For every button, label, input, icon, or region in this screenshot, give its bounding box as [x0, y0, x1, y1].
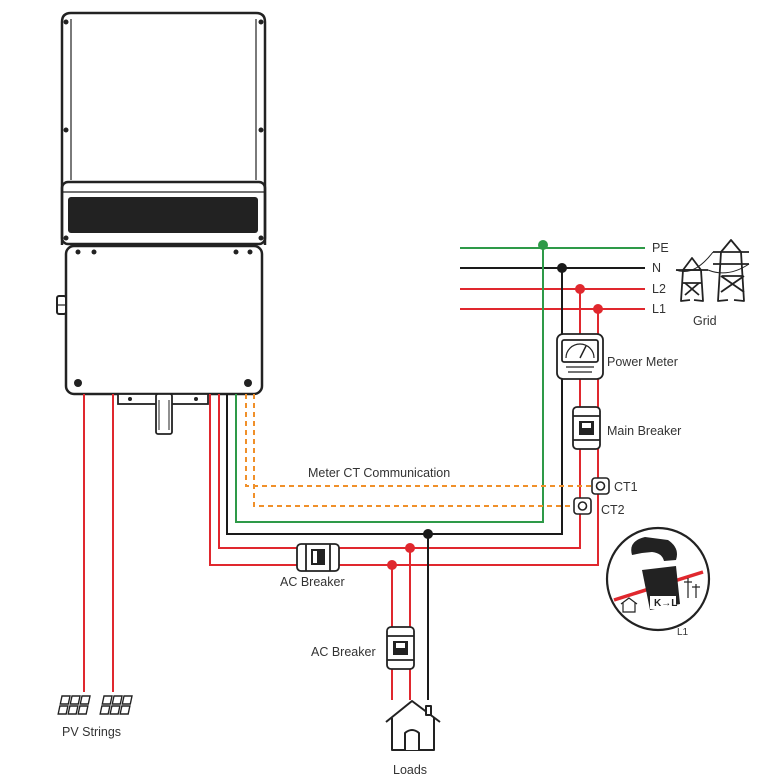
ct1-icon — [591, 477, 610, 495]
ct2-icon — [573, 497, 592, 515]
ct1-label: CT1 — [614, 480, 638, 494]
power-meter-icon — [556, 333, 604, 380]
grid-label: Grid — [693, 314, 717, 328]
ct2-label: CT2 — [601, 503, 625, 517]
ac-breaker-horizontal-icon — [296, 543, 340, 572]
l1-wire — [209, 309, 599, 566]
l1-label: L1 — [652, 302, 666, 316]
pe-label: PE — [652, 241, 669, 255]
pv-strings-label: PV Strings — [62, 725, 121, 739]
clamp-arrow-label: K→L — [654, 598, 677, 609]
vent-grille — [68, 197, 258, 233]
pe-wire — [235, 244, 544, 523]
comm-wire-ct1 — [245, 394, 592, 487]
main-breaker-icon — [572, 406, 601, 450]
clamp-line-label: L1 — [677, 627, 689, 638]
junctions — [387, 240, 603, 570]
loads-label: Loads — [393, 763, 427, 777]
l2-label: L2 — [652, 282, 666, 296]
ac-breaker-label-2: AC Breaker — [311, 645, 376, 659]
pv-panels-icon — [57, 695, 133, 715]
grid-bus — [460, 247, 645, 310]
power-meter-label: Power Meter — [607, 355, 678, 369]
meter-ct-comm-label: Meter CT Communication — [308, 466, 450, 480]
n-label: N — [652, 261, 661, 275]
comm-wire-ct2 — [253, 394, 574, 507]
grid-towers-icon — [675, 239, 750, 302]
ac-breaker-vertical-icon — [386, 626, 415, 670]
l2-wire — [218, 289, 581, 549]
neutral-wire — [226, 268, 563, 535]
house-icon — [385, 700, 441, 751]
ac-breaker-label-1: AC Breaker — [280, 575, 345, 589]
labels: PE N L2 L1 Grid Power Meter Main Breaker… — [62, 241, 717, 777]
ac-wiring — [83, 244, 599, 700]
main-breaker-label: Main Breaker — [607, 424, 681, 438]
inverter — [56, 11, 267, 435]
ct-clamp-detail-icon — [605, 526, 711, 632]
